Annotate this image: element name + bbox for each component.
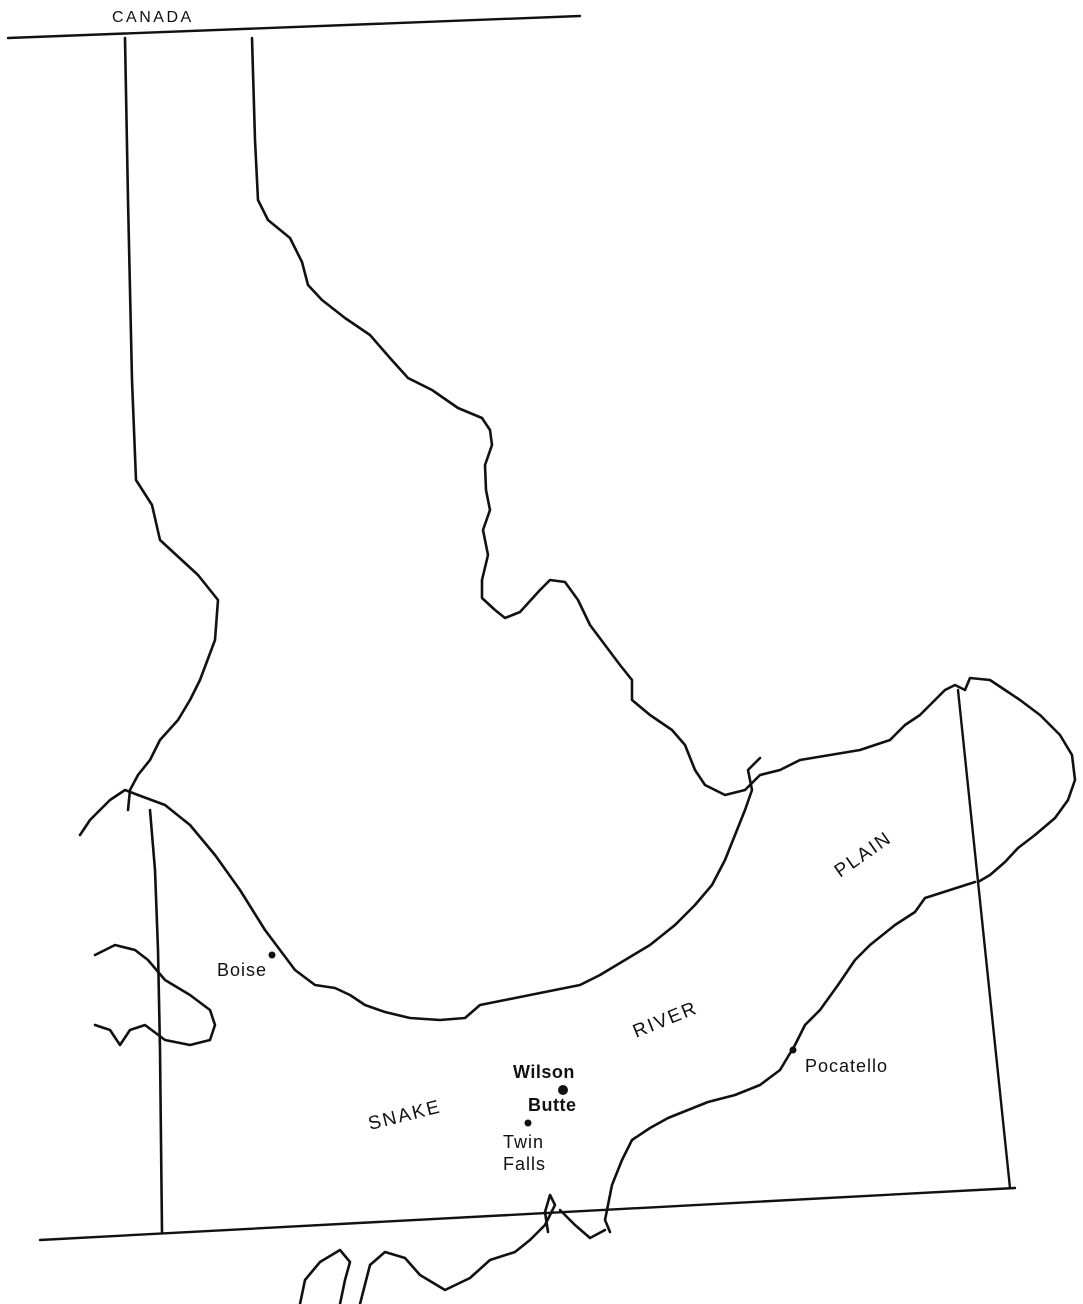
label-boise: Boise bbox=[217, 960, 267, 980]
boise-marker bbox=[268, 951, 276, 959]
owyhee-loop bbox=[93, 943, 217, 1047]
label-snake: SNAKE bbox=[366, 1096, 443, 1134]
label-twin: Twin bbox=[503, 1132, 544, 1152]
wilson-butte-marker bbox=[558, 1085, 568, 1095]
western-state-border bbox=[123, 36, 220, 812]
southern-river-2 bbox=[358, 1193, 557, 1304]
label-river: RIVER bbox=[630, 998, 701, 1043]
twin-falls-marker bbox=[524, 1119, 532, 1127]
label-plain: PLAIN bbox=[831, 828, 896, 882]
oregon-border bbox=[148, 808, 164, 1234]
label-falls: Falls bbox=[503, 1154, 546, 1174]
pocatello-marker bbox=[789, 1046, 797, 1054]
plain-south-edge bbox=[603, 880, 977, 1234]
label-butte: Butte bbox=[528, 1095, 577, 1115]
western-river-branch bbox=[78, 788, 140, 837]
plain-north-edge bbox=[136, 756, 762, 1022]
canada-border bbox=[6, 14, 582, 40]
montana-border bbox=[250, 36, 1077, 884]
southern-river-3 bbox=[558, 1208, 607, 1240]
southern-river-1 bbox=[298, 1248, 352, 1304]
label-pocatello: Pocatello bbox=[805, 1056, 888, 1076]
label-canada: CANADA bbox=[112, 9, 194, 26]
label-wilson: Wilson bbox=[513, 1062, 575, 1082]
southern-border bbox=[38, 1186, 1017, 1242]
wyoming-border bbox=[956, 688, 1012, 1190]
